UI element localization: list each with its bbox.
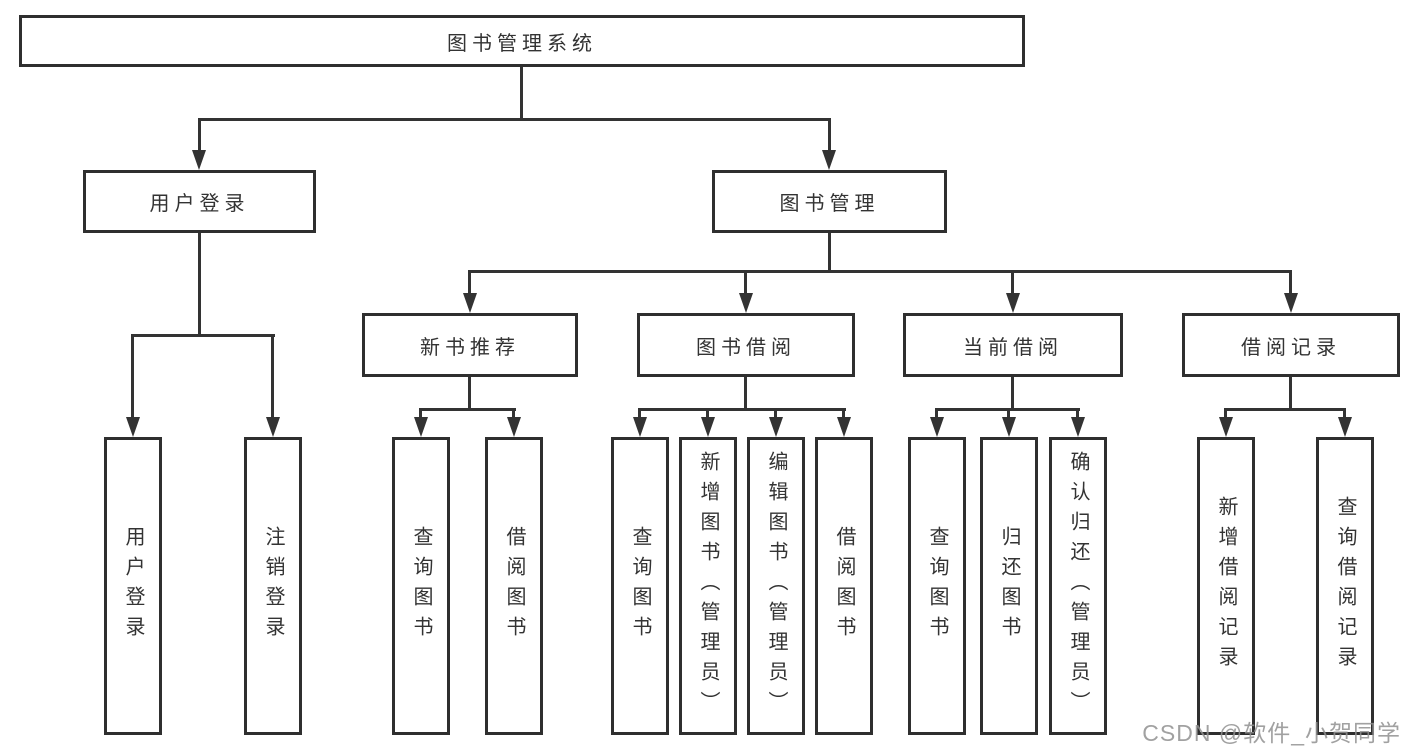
leaf-query-books-borrow: 查询图书 (611, 437, 669, 735)
leaf-label: 注销登录 (262, 526, 284, 646)
arrowhead (463, 293, 477, 313)
csdn-watermark: CSDN @软件_小贺同学 (1142, 720, 1401, 746)
connector-line (198, 120, 201, 152)
arrowhead (769, 417, 783, 437)
connector-rail (638, 408, 846, 411)
connector-rail (198, 118, 831, 121)
leaf-edit-books-admin: 编辑图书（管理员） (747, 437, 805, 735)
node-label: 用户登录 (149, 193, 250, 215)
connector-rail (935, 408, 1080, 411)
leaf-label: 新增图书（管理员） (697, 451, 719, 721)
leaf-label: 查询借阅记录 (1334, 496, 1356, 676)
leaf-label: 查询图书 (410, 526, 432, 646)
connector-line (706, 410, 709, 420)
arrowhead (192, 150, 206, 170)
connector-line (1289, 377, 1292, 410)
leaf-borrow-books-recommend: 借阅图书 (485, 437, 543, 735)
connector-line (271, 336, 274, 420)
arrowhead (1219, 417, 1233, 437)
connector-line (1076, 410, 1079, 420)
arrowhead (837, 417, 851, 437)
connector-line (198, 233, 201, 336)
node-label: 新书推荐 (420, 336, 520, 359)
node-book-borrow: 图书借阅 (637, 313, 855, 377)
node-label: 图书借阅 (696, 336, 796, 359)
node-root-label: 图书管理系统 (447, 32, 597, 55)
node-new-book-recommend: 新书推荐 (362, 313, 578, 377)
leaf-add-books-admin: 新增图书（管理员） (679, 437, 737, 735)
connector-rail (1224, 408, 1346, 411)
arrowhead (701, 417, 715, 437)
leaf-confirm-return-admin: 确认归还（管理员） (1049, 437, 1107, 735)
connector-rail (419, 408, 516, 411)
leaf-return-books: 归还图书 (980, 437, 1038, 735)
leaf-label: 查询图书 (629, 526, 651, 646)
leaf-borrow-books: 借阅图书 (815, 437, 873, 735)
node-root: 图书管理系统 (19, 15, 1025, 67)
node-label: 图书管理 (779, 193, 880, 215)
connector-line (1011, 377, 1014, 410)
connector-line (828, 233, 831, 272)
connector-line (419, 410, 422, 420)
connector-line (774, 410, 777, 420)
connector-line (1011, 272, 1014, 296)
node-user-login: 用户登录 (83, 170, 316, 233)
leaf-label: 用户登录 (122, 526, 144, 646)
leaf-label: 归还图书 (998, 526, 1020, 646)
arrowhead (633, 417, 647, 437)
leaf-query-books-recommend: 查询图书 (392, 437, 450, 735)
connector-rail (131, 334, 275, 337)
leaf-label: 查询图书 (926, 526, 948, 646)
connector-line (512, 410, 515, 420)
leaf-label: 新增借阅记录 (1215, 496, 1237, 676)
node-label: 借阅记录 (1241, 336, 1341, 359)
connector-line (1007, 410, 1010, 420)
connector-line (1224, 410, 1227, 420)
leaf-query-books-current: 查询图书 (908, 437, 966, 735)
arrowhead (1071, 417, 1085, 437)
leaf-logout: 注销登录 (244, 437, 302, 735)
connector-line (468, 377, 471, 410)
leaf-label: 确认归还（管理员） (1067, 451, 1089, 721)
connector-line (828, 120, 831, 152)
arrowhead (930, 417, 944, 437)
leaf-label: 借阅图书 (833, 526, 855, 646)
node-current-borrow: 当前借阅 (903, 313, 1123, 377)
leaf-label: 编辑图书（管理员） (765, 451, 787, 721)
leaf-add-borrow-record: 新增借阅记录 (1197, 437, 1255, 735)
connector-line (1343, 410, 1346, 420)
arrowhead (822, 150, 836, 170)
connector-line (638, 410, 641, 420)
arrowhead (1002, 417, 1016, 437)
connector-line (744, 272, 747, 296)
connector-line (935, 410, 938, 420)
arrowhead (507, 417, 521, 437)
connector-line (744, 377, 747, 410)
connector-line (1289, 272, 1292, 296)
connector-line (520, 67, 523, 120)
leaf-user-login: 用户登录 (104, 437, 162, 735)
arrowhead (414, 417, 428, 437)
arrowhead (739, 293, 753, 313)
node-borrow-records: 借阅记录 (1182, 313, 1400, 377)
node-book-management: 图书管理 (712, 170, 947, 233)
connector-line (468, 272, 471, 296)
leaf-query-borrow-record: 查询借阅记录 (1316, 437, 1374, 735)
arrowhead (1284, 293, 1298, 313)
node-label: 当前借阅 (963, 336, 1063, 359)
connector-line (131, 336, 134, 420)
arrowhead (266, 417, 280, 437)
connector-rail (468, 270, 1292, 273)
leaf-label: 借阅图书 (503, 526, 525, 646)
connector-line (842, 410, 845, 420)
arrowhead (1006, 293, 1020, 313)
arrowhead (126, 417, 140, 437)
arrowhead (1338, 417, 1352, 437)
